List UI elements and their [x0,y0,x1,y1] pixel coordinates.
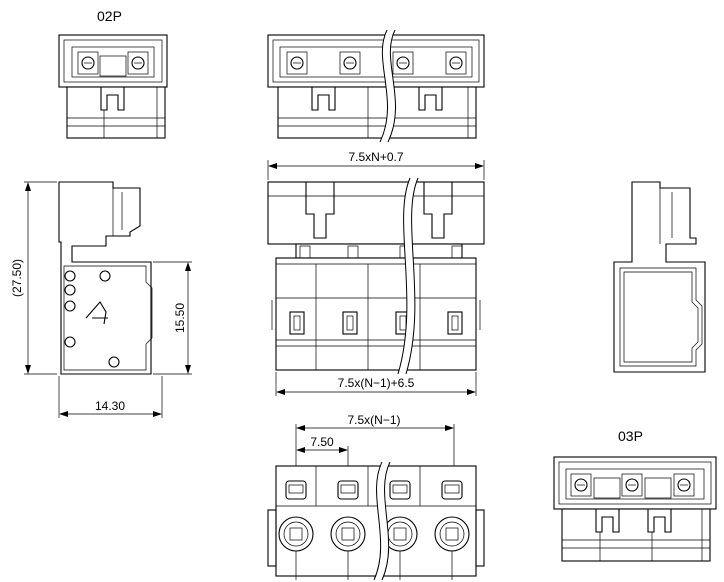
view-npole-top [267,29,485,143]
hole-icon [99,270,111,282]
hole-icon [64,270,76,282]
screw-icon [574,478,588,492]
screw-icon [343,56,357,70]
dim-depth: 14.30 [95,399,125,413]
hole-icon [64,300,76,312]
dim-height-body: 15.50 [173,303,187,333]
hole-icon [108,356,120,368]
view-02p-label: 02P [97,8,122,24]
hole-icon [64,336,76,348]
view-front: 7.5xN+0.7 7.5x(N−1)+6 [267,150,485,396]
dim-width-top: 7.5xN+0.7 [348,150,403,164]
screw-icon [131,56,145,70]
screw-icon [677,478,691,492]
screw-icon [81,56,95,70]
dim-pitch: 7.50 [310,435,334,449]
view-03p-label: 03P [618,428,643,444]
view-side-right [613,181,706,373]
screw-icon [449,56,463,70]
dim-pitch-span: 7.5x(N−1) [347,413,400,427]
screw-icon [396,56,410,70]
view-03p-top: 03P [553,428,717,562]
hole-icon [64,284,76,296]
view-02p-top: 02P [58,8,168,139]
screw-icon [290,56,304,70]
view-bottom: 7.5x(N−1) 7.50 [267,413,485,581]
dim-height-total: (27.50) [10,259,24,297]
screw-icon [625,478,639,492]
dim-width-bottom: 7.5x(N−1)+6.5 [338,376,415,390]
view-side-left: (27.50) 15.50 14.30 [10,181,192,418]
